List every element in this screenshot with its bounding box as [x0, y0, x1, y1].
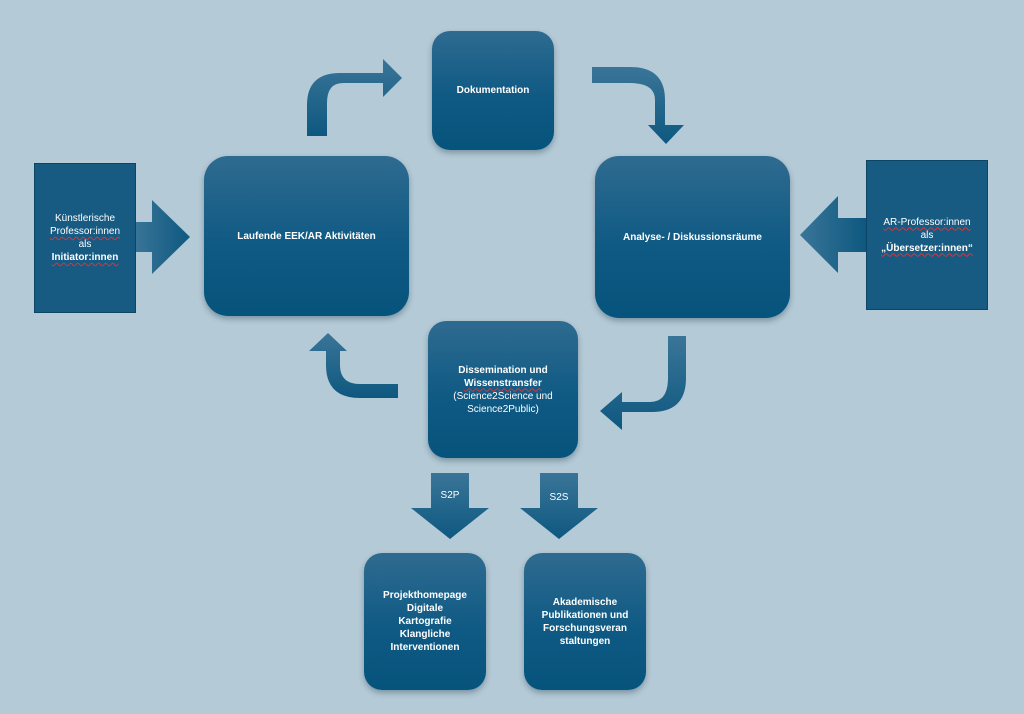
node-analyse-label: Analyse- / Diskussionsräume — [623, 231, 762, 243]
node-dissemination-line2: Wissenstransfer — [464, 377, 542, 389]
left-actor-line2: Professor:innen — [49, 226, 121, 237]
s2p-label: S2P — [440, 490, 460, 501]
node-projekt-line1: Projekthomepage — [383, 590, 467, 601]
right-actor-box: AR-Professor:innen als „Übersetzer:innen… — [866, 160, 988, 310]
arrow-dokumentation-to-analyse — [592, 67, 684, 144]
right-actor-line1: AR-Professor:innen — [883, 216, 971, 228]
s2s-label: S2S — [549, 492, 569, 503]
node-laufende-label: Laufende EEK/AR Aktivitäten — [237, 230, 376, 242]
arrow-dissemination-to-laufende — [309, 333, 398, 398]
node-dissemination-line1: Dissemination und — [458, 364, 548, 376]
node-akademisch-line2: Publikationen und — [541, 609, 629, 621]
arrow-right-actor-into-analyse — [800, 196, 866, 273]
node-dissemination: Dissemination und Wissenstransfer (Scien… — [428, 321, 578, 458]
node-projekt-line2: Digitale — [406, 603, 444, 614]
arrow-s2p — [411, 473, 489, 539]
arrow-laufende-to-dokumentation — [307, 59, 402, 136]
node-dokumentation: Dokumentation — [432, 31, 554, 150]
left-actor-line4: Initiator:innen — [51, 252, 119, 263]
node-akademisch-line4: staltungen — [559, 635, 611, 647]
left-actor-line1: Künstlerische — [54, 213, 116, 224]
left-actor-box: Künstlerische Professor:innen als Initia… — [34, 163, 136, 313]
arrow-analyse-to-dissemination — [600, 336, 686, 430]
node-projekt-line3: Kartografie — [398, 616, 452, 627]
arrow-left-actor-into-laufende — [134, 200, 190, 274]
right-actor-line2: als — [920, 229, 934, 241]
node-dissemination-line4: Science2Public) — [467, 403, 539, 415]
node-akademisch-line1: Akademische — [552, 596, 618, 608]
node-analyse: Analyse- / Diskussionsräume — [595, 156, 790, 318]
node-projekt-line4: Klangliche — [399, 629, 451, 640]
left-actor-line3: als — [78, 239, 92, 250]
node-projekt-line5: Interventionen — [390, 642, 460, 653]
node-laufende: Laufende EEK/AR Aktivitäten — [204, 156, 409, 316]
arrow-s2s — [520, 473, 598, 539]
node-akademisch-line3: Forschungsveran — [543, 622, 627, 634]
node-akademische: Akademische Publikationen und Forschungs… — [524, 553, 646, 690]
node-dokumentation-label: Dokumentation — [456, 85, 530, 96]
node-projekthomepage: Projekthomepage Digitale Kartografie Kla… — [364, 553, 486, 690]
right-actor-line3: „Übersetzer:innen“ — [881, 242, 973, 254]
node-dissemination-line3: (Science2Science und — [453, 390, 553, 402]
